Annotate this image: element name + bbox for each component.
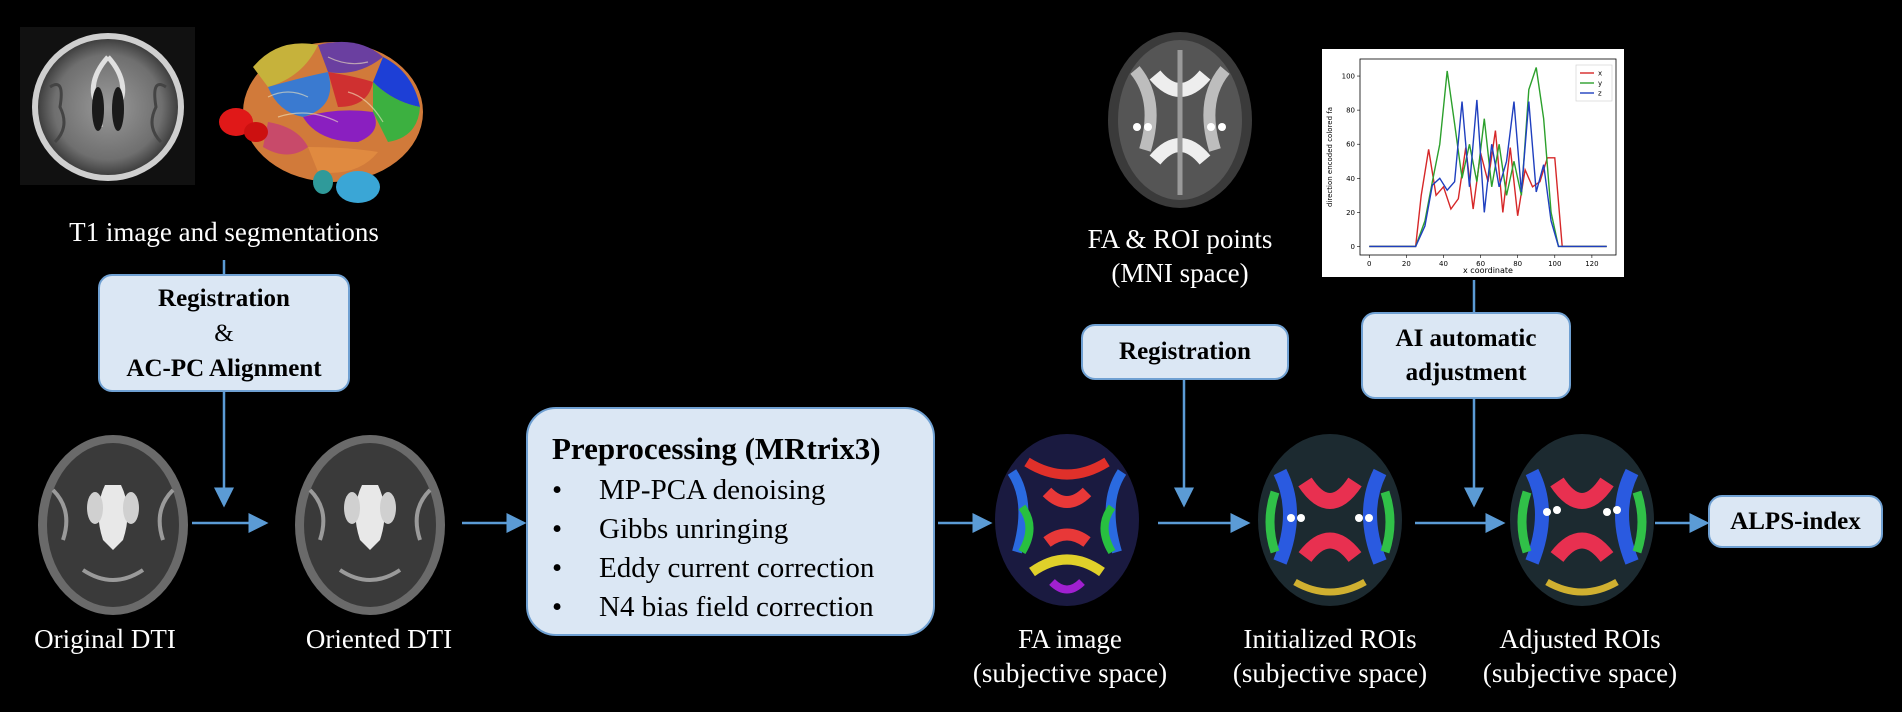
ai-line2: adjustment bbox=[1405, 358, 1527, 386]
initialized-rois-caption: Initialized ROIs (subjective space) bbox=[1210, 622, 1450, 690]
registration-alignment-box: Registration & AC-PC Alignment bbox=[98, 274, 350, 392]
brain-segmentation-image bbox=[219, 41, 423, 203]
preprocessing-item-text: MP-PCA denoising bbox=[599, 474, 826, 506]
fa-roi-caption-line2: (MNI space) bbox=[1111, 258, 1249, 288]
fa-roi-caption-line1: FA & ROI points bbox=[1087, 224, 1273, 254]
fa-roi-caption: FA & ROI points (MNI space) bbox=[1060, 222, 1300, 290]
chart-x-tick-label: 0 bbox=[1367, 260, 1371, 268]
bullet: • bbox=[552, 591, 563, 623]
preprocessing-item-text: N4 bias field correction bbox=[599, 591, 874, 623]
reg-align-line2: & bbox=[214, 319, 234, 347]
chart-y-tick-label: 0 bbox=[1351, 243, 1355, 251]
bullet: • bbox=[552, 513, 563, 545]
chart-y-tick-label: 40 bbox=[1346, 175, 1355, 183]
original-dti-caption: Original DTI bbox=[34, 624, 176, 654]
chart-legend-label: y bbox=[1598, 80, 1602, 88]
oriented-dti-caption: Oriented DTI bbox=[305, 624, 453, 654]
registration-label: Registration bbox=[1119, 338, 1251, 365]
oriented-dti-image bbox=[295, 435, 445, 615]
adjusted-rois-caption-line1: Adjusted ROIs bbox=[1499, 624, 1661, 654]
chart-x-tick-label: 60 bbox=[1476, 260, 1485, 268]
chart-series-z bbox=[1369, 99, 1607, 248]
fa-image-caption: FA image (subjective space) bbox=[960, 622, 1180, 690]
preprocessing-item: • N4 bias field correction bbox=[552, 588, 909, 627]
t1-caption: T1 image and segmentations bbox=[69, 217, 379, 247]
original-dti-image bbox=[38, 435, 188, 615]
preprocessing-item-text: Eddy current correction bbox=[599, 552, 875, 584]
fa-image-caption-line1: FA image bbox=[1018, 624, 1122, 654]
adjusted-rois-caption: Adjusted ROIs (subjective space) bbox=[1460, 622, 1700, 690]
chart-y-tick-label: 100 bbox=[1342, 73, 1355, 81]
bullet: • bbox=[552, 552, 563, 584]
chart-y-tick-label: 20 bbox=[1346, 209, 1355, 217]
adjusted-rois-image bbox=[1510, 434, 1654, 606]
alps-index-box: ALPS-index bbox=[1708, 495, 1883, 548]
preprocessing-item: • Eddy current correction bbox=[552, 549, 909, 588]
alps-label: ALPS-index bbox=[1730, 507, 1861, 535]
preprocessing-item: • Gibbs unringing bbox=[552, 510, 909, 549]
chart-y-tick-label: 80 bbox=[1346, 107, 1355, 115]
chart-x-tick-label: 20 bbox=[1402, 260, 1411, 268]
preprocessing-title: Preprocessing (MRtrix3) bbox=[552, 431, 881, 466]
chart-series-y bbox=[1369, 67, 1607, 248]
chart-y-tick-label: 60 bbox=[1346, 141, 1355, 149]
initialized-rois-image bbox=[1258, 434, 1402, 606]
registration-box: Registration bbox=[1081, 324, 1289, 380]
fa-mni-template-image bbox=[1108, 32, 1252, 208]
ai-line1: AI automatic bbox=[1395, 324, 1537, 352]
initialized-rois-caption-line2: (subjective space) bbox=[1232, 658, 1428, 688]
fa-image-caption-line2: (subjective space) bbox=[972, 658, 1168, 688]
chart-x-tick-label: 40 bbox=[1439, 260, 1448, 268]
preprocessing-box: Preprocessing (MRtrix3) • MP-PCA denoisin… bbox=[526, 407, 935, 636]
preprocessing-item-text: Gibbs unringing bbox=[599, 513, 789, 545]
direction-fa-line-chart: 0 20 40 60 80 100 120 0 20 40 60 80 100 xyz x coordi… bbox=[1322, 49, 1624, 277]
chart-x-tick-label: 80 bbox=[1513, 260, 1522, 268]
chart-x-axis-label: x coordinate bbox=[1463, 266, 1513, 275]
bullet: • bbox=[552, 474, 563, 506]
adjusted-rois-caption-line2: (subjective space) bbox=[1482, 658, 1678, 688]
preprocessing-item: • MP-PCA denoising bbox=[552, 471, 909, 510]
reg-align-line3: AC-PC Alignment bbox=[126, 354, 322, 382]
chart-x-tick-label: 120 bbox=[1585, 260, 1598, 268]
initialized-rois-caption-line1: Initialized ROIs bbox=[1243, 624, 1417, 654]
chart-x-tick-label: 100 bbox=[1548, 260, 1561, 268]
chart-legend-label: x bbox=[1598, 70, 1602, 78]
reg-align-line1: Registration bbox=[158, 284, 290, 312]
fa-color-image bbox=[995, 434, 1139, 606]
ai-adjustment-box: AI automatic adjustment bbox=[1361, 312, 1571, 399]
chart-legend-label: z bbox=[1598, 90, 1602, 98]
chart-y-axis-label: direction encoded colored fa bbox=[1326, 107, 1334, 207]
t1-mri-image bbox=[20, 27, 195, 185]
